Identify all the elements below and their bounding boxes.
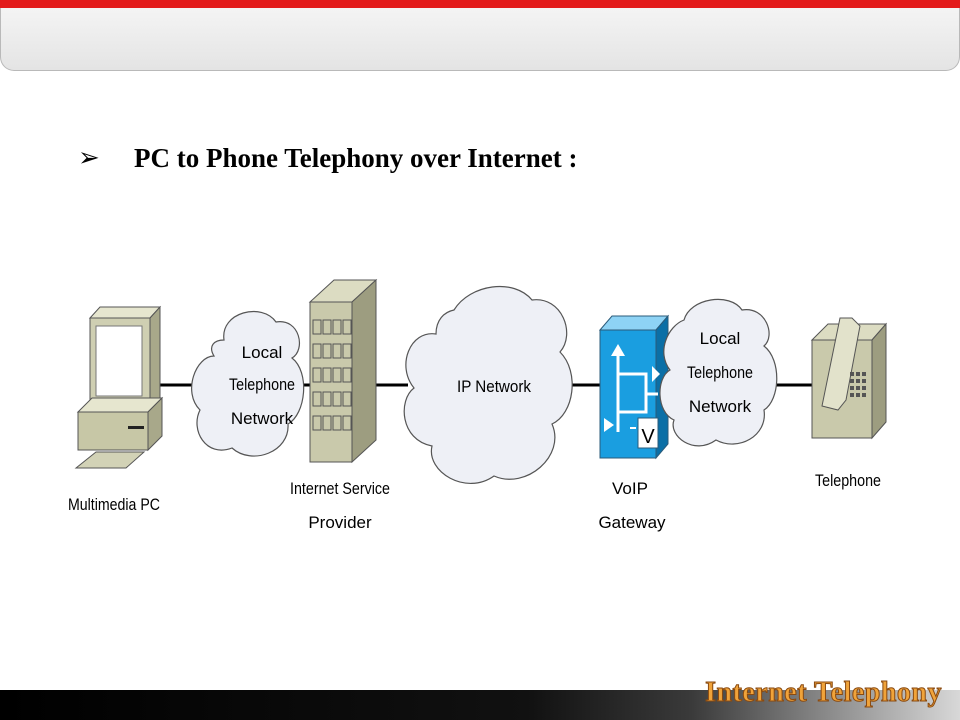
bottom-footer-bar [0,690,960,720]
pc-label: Multimedia PC [68,495,160,514]
gateway-label-line1: VoIP [612,479,648,498]
slide-title-row: ➢ PC to Phone Telephony over Internet : [78,138,578,178]
isp-label-line2: Provider [308,513,372,532]
isp-label-line1: Internet Service [290,479,390,498]
header-panel [0,8,960,71]
gateway-mark-letter: V [641,426,655,448]
ip-network-cloud [403,286,573,484]
cloud1-label-line1: Local [242,343,283,362]
cloud2-label-line2: Telephone [687,363,753,382]
telephone-label: Telephone [815,471,881,490]
cloud2-label-line1: Local [700,329,741,348]
multimedia-pc-icon [74,305,164,469]
telephone-icon [810,317,888,440]
arrow-bullet-icon: ➢ [78,143,100,173]
slide-title: PC to Phone Telephony over Internet : [134,142,578,173]
cloud1-label-line3: Network [231,409,294,428]
top-accent-bar [0,0,960,10]
isp-server-tower-icon [308,278,378,464]
footer-brand-title: Internet Telephony [705,677,942,709]
local-telephone-network-cloud-2 [659,298,778,447]
cloud1-label-line2: Telephone [229,375,295,394]
ip-network-label: IP Network [457,377,531,396]
cloud2-label-line3: Network [689,397,752,416]
local-telephone-network-cloud-1 [191,311,305,457]
gateway-label-line2: Gateway [598,513,666,532]
voip-gateway-icon [598,314,670,460]
